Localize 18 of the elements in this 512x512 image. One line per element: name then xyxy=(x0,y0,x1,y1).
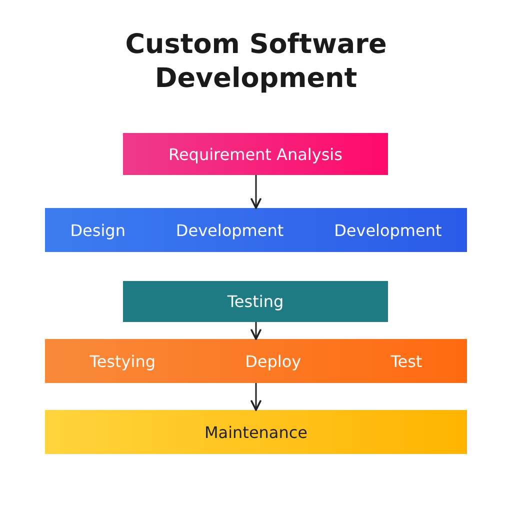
process-box xyxy=(123,281,388,322)
step-label: Requirement Analysis xyxy=(168,144,342,164)
process-band xyxy=(45,208,467,252)
process-box xyxy=(123,133,388,175)
step-label: Deploy xyxy=(245,352,302,370)
step-label: Testing xyxy=(227,292,284,311)
arrow xyxy=(250,383,262,411)
diagram-title: Custom Software Development xyxy=(124,28,388,96)
step-label: Testying xyxy=(90,352,156,370)
step-label: Development xyxy=(334,220,442,240)
arrow xyxy=(250,322,262,340)
step-label: Design xyxy=(70,220,126,240)
arrow xyxy=(250,175,262,209)
process-band xyxy=(45,339,467,383)
step-label: Test xyxy=(390,352,422,370)
step-label: Development xyxy=(176,220,284,240)
step-label: Maintenance xyxy=(204,422,308,442)
process-band xyxy=(45,410,467,454)
